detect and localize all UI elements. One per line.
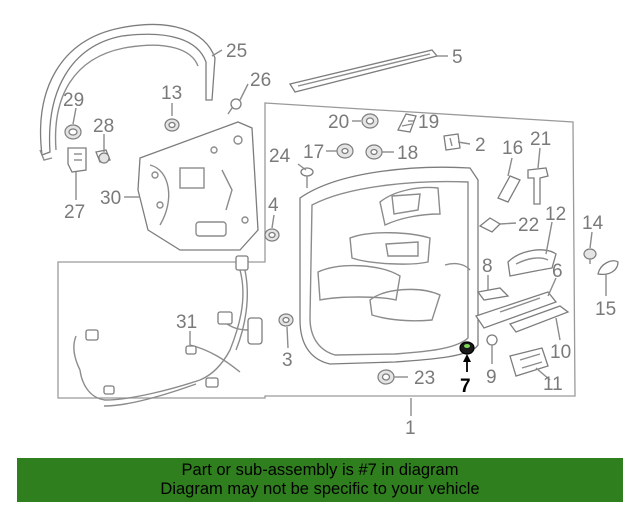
parts-diagram: 25 5 13 26 29 28 27 30 20 19 17 18 2 24 … (39, 23, 619, 439)
callout-11: 11 (543, 374, 563, 395)
part-19-clip (397, 113, 417, 133)
callout-28: 28 (93, 116, 114, 137)
callout-25: 25 (226, 41, 247, 62)
part-7-highlighted (459, 341, 475, 355)
assembly-frame-outline (57, 102, 576, 399)
part-9-push-retainer (486, 334, 498, 352)
part-23-clip (377, 369, 395, 385)
callout-labels: 25 5 13 26 29 28 27 30 20 19 17 18 2 24 … (63, 41, 616, 439)
part-notice-banner: Part or sub-assembly is #7 in diagram Di… (17, 458, 623, 502)
callout-17: 17 (303, 142, 324, 163)
callout-16: 16 (502, 138, 523, 159)
part-25-weatherstrip (39, 23, 216, 161)
callout-31: 31 (176, 312, 197, 333)
part-20-grommet (361, 113, 379, 129)
callout-13: 13 (161, 83, 182, 104)
banner-line-1: Part or sub-assembly is #7 in diagram (181, 461, 459, 479)
callout-2: 2 (475, 135, 486, 156)
callout-10: 10 (550, 342, 571, 363)
part-17-retainer (336, 143, 354, 159)
callout-14: 14 (582, 213, 604, 234)
part-12-handle (507, 249, 557, 277)
part-21-bracket (527, 167, 549, 205)
leader-lines (72, 49, 607, 416)
part-2-bracket (443, 133, 461, 151)
banner-line-2: Diagram may not be specific to your vehi… (160, 480, 480, 498)
part-16-handle-bezel (497, 175, 521, 203)
part-10-trim-strip (508, 305, 570, 333)
part-14-bolt (583, 248, 597, 264)
callout-5: 5 (452, 47, 463, 68)
part-4-clip (264, 228, 280, 242)
part-29-grommet (64, 124, 82, 140)
callout-30: 30 (100, 188, 121, 209)
part-26-push-pin (227, 98, 242, 115)
callout-21: 21 (530, 129, 551, 150)
callout-27: 27 (64, 202, 85, 223)
callout-3: 3 (282, 350, 293, 371)
part-6-armrest-switch-bezel (474, 291, 558, 329)
part-31-wiring-harness (73, 255, 263, 407)
callout-15: 15 (595, 299, 616, 320)
part-15-cap (597, 260, 619, 276)
part-11-switch (509, 347, 549, 377)
callout-18: 18 (397, 143, 418, 164)
callout-12: 12 (545, 204, 566, 225)
part-5-belt-strip (288, 49, 439, 93)
part-8-bracket (476, 287, 510, 301)
callout-29: 29 (63, 90, 84, 111)
part-27-bracket (67, 147, 87, 173)
part-30-deflector (137, 121, 259, 251)
part-13-clip (164, 118, 180, 132)
callout-1: 1 (405, 418, 416, 439)
callout-24: 24 (269, 146, 291, 167)
callout-6: 6 (552, 261, 563, 282)
door-trim-panel (299, 166, 479, 365)
callout-22: 22 (518, 215, 539, 236)
callout-19: 19 (418, 112, 439, 133)
part-22-clip (478, 217, 502, 233)
callout-9: 9 (486, 367, 497, 388)
callout-20: 20 (328, 112, 349, 133)
callout-8: 8 (482, 256, 493, 277)
callout-26: 26 (250, 70, 271, 91)
part-28-screw (95, 149, 111, 164)
part-3-clip (278, 313, 294, 327)
callout-4: 4 (268, 195, 279, 216)
callout-23: 23 (414, 368, 435, 389)
callout-7-highlighted: 7 (460, 376, 471, 397)
part-24-bolt (300, 167, 314, 188)
part-18-retainer (365, 144, 383, 160)
